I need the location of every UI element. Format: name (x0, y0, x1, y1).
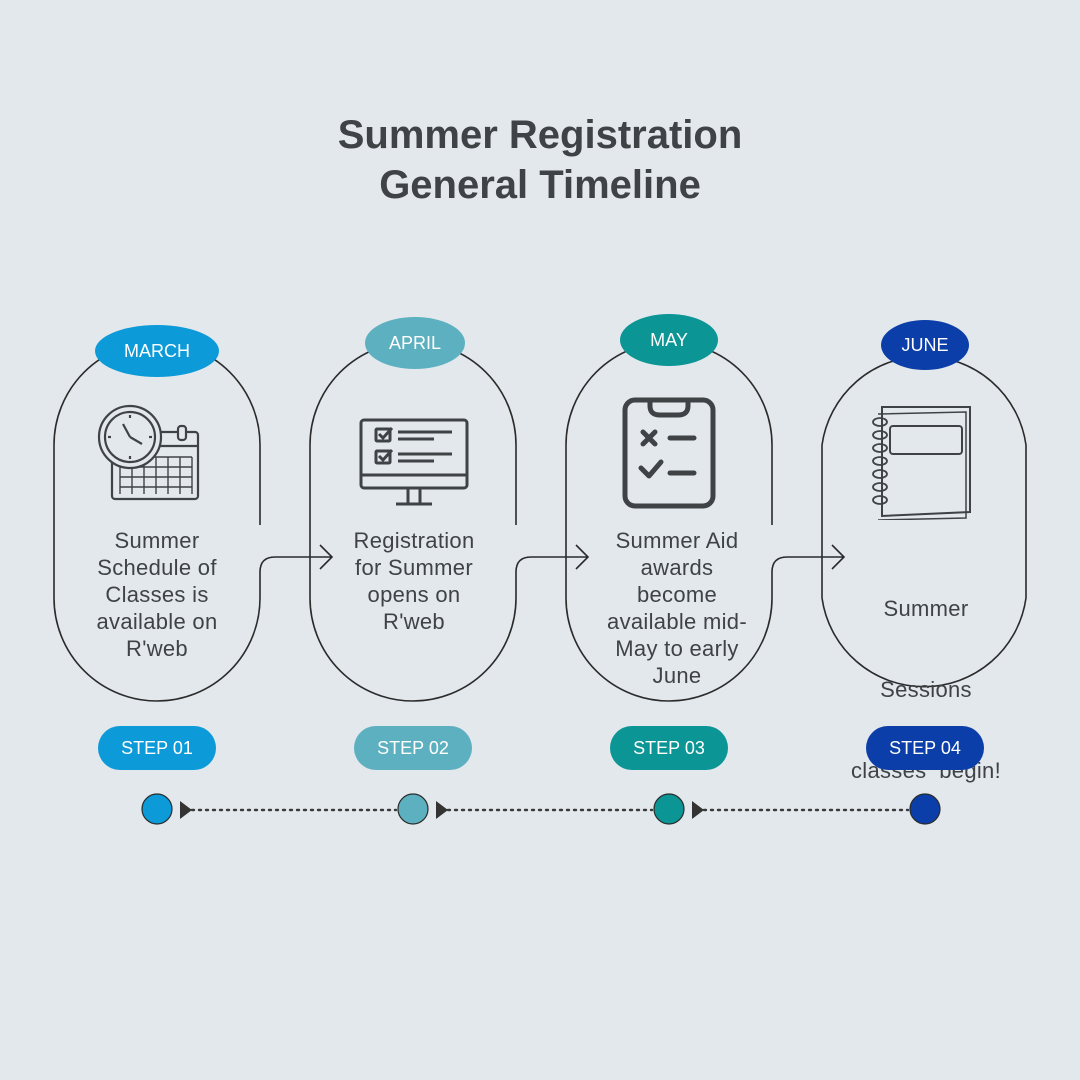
step-badge-1: STEP 01 (98, 726, 216, 770)
timeline-arrowhead-3 (692, 801, 704, 819)
desc-line: opens on (367, 582, 461, 607)
connector-arrow-2 (515, 544, 590, 580)
step-label-4: STEP 04 (889, 737, 961, 758)
step-badge-3: STEP 03 (610, 726, 728, 770)
card-outline-3 (565, 341, 773, 702)
monitor-checklist-icon (359, 418, 469, 506)
month-label-4: JUNE (901, 334, 949, 355)
connector-arrow-1 (259, 544, 334, 580)
step-description-1: Summer Schedule of Classes is available … (60, 527, 254, 662)
desc-line: R'web (126, 636, 188, 661)
timeline-node-4 (909, 793, 941, 825)
step-label-1: STEP 01 (121, 737, 193, 758)
month-label-2: APRIL (388, 332, 442, 353)
month-label-1: MARCH (124, 340, 190, 361)
step-label-3: STEP 03 (633, 737, 705, 758)
step-description-4: Summer Sessions classes begin! (828, 541, 1024, 811)
desc-line: Summer Aid (615, 528, 739, 553)
desc-line: awards (640, 555, 714, 580)
page-title-line-2: General Timeline (379, 163, 701, 207)
notebook-icon (872, 406, 971, 520)
step-description-2: Registration for Summer opens on R'web (316, 527, 512, 635)
desc-line: Summer (883, 596, 969, 621)
clipboard-checklist-icon (622, 397, 716, 509)
desc-line: Sessions (880, 677, 972, 702)
month-pill-1: MARCH (95, 325, 219, 377)
timeline-node-1 (141, 793, 173, 825)
desc-line: Registration (353, 528, 475, 553)
step-label-2: STEP 02 (377, 737, 449, 758)
clock-calendar-icon (97, 404, 200, 501)
page-title-line-1: Summer Registration (337, 113, 743, 157)
desc-line: R'web (383, 609, 445, 634)
month-label-3: MAY (650, 329, 688, 350)
desc-line: Summer (114, 528, 200, 553)
month-pill-2: APRIL (365, 317, 465, 369)
desc-line: for Summer (355, 555, 473, 580)
timeline-arrowhead-1 (180, 801, 192, 819)
timeline-node-3 (653, 793, 685, 825)
desc-line: available on (96, 609, 218, 634)
desc-line: June (652, 663, 702, 688)
desc-line: Classes is (105, 582, 209, 607)
step-badge-4: STEP 04 (866, 726, 984, 770)
desc-line: May to early (615, 636, 739, 661)
timeline-arrowhead-2 (436, 801, 448, 819)
card-outline-2 (309, 341, 517, 702)
timeline-node-2 (397, 793, 429, 825)
connector-arrow-3 (771, 544, 846, 580)
step-description-3: Summer Aid awards become available mid- … (572, 527, 782, 689)
month-pill-3: MAY (620, 314, 718, 366)
desc-line: available mid- (607, 609, 747, 634)
step-badge-2: STEP 02 (354, 726, 472, 770)
desc-line: become (636, 582, 718, 607)
card-outline-4 (821, 355, 1027, 688)
month-pill-4: JUNE (881, 320, 969, 370)
desc-line: Schedule of (97, 555, 217, 580)
